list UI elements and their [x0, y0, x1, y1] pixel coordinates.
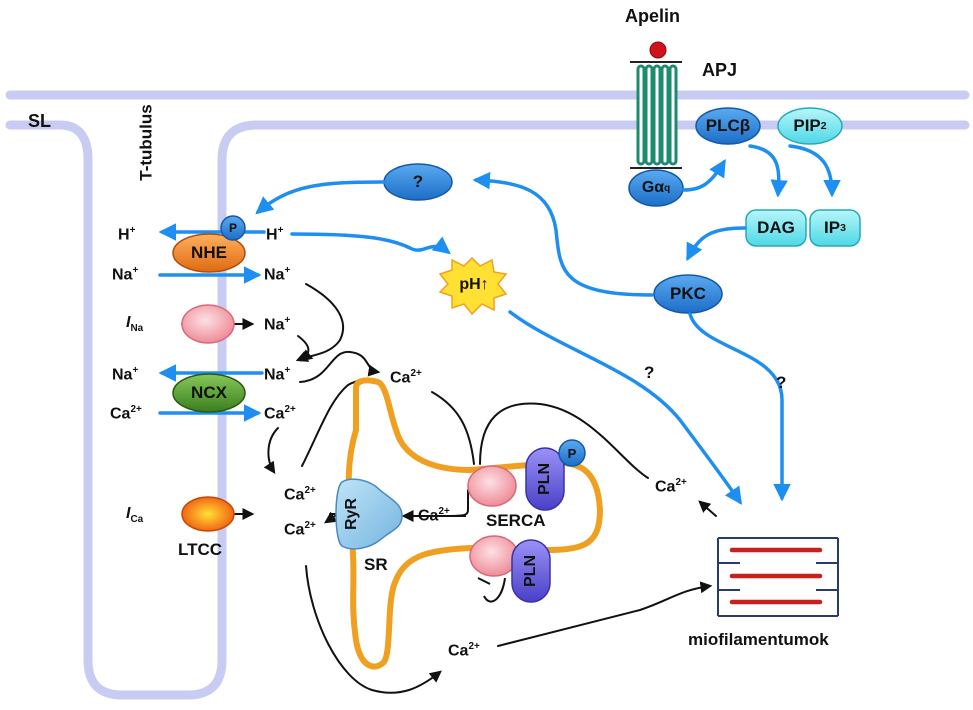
ncx-exchanger: [172, 373, 246, 413]
ca-top-label: Ca2+: [390, 368, 422, 387]
ph-burst: [438, 256, 508, 316]
na-right-label-1: Na+: [264, 265, 291, 284]
ca-right-label: Ca2+: [264, 404, 296, 423]
pln-phospho: [558, 439, 586, 467]
ltcc-label: LTCC: [178, 540, 223, 559]
apelin-label: Apelin: [625, 6, 681, 26]
pip2-shape: [777, 107, 843, 145]
sr-outline: [345, 377, 603, 670]
myofilament-label: miofilamentumok: [688, 630, 829, 649]
pln-inhibition: [483, 577, 506, 603]
pkc-label: PKC: [670, 284, 706, 303]
na-right-label-3: Na+: [264, 365, 291, 384]
na-channel: [181, 304, 235, 344]
serca-pump-bottom: [469, 535, 519, 577]
ryr-label: RyR: [343, 498, 360, 531]
pkc-enzyme: [653, 274, 723, 314]
ryr-channel: [335, 478, 403, 550]
dag-label: DAG: [757, 218, 795, 237]
nhe-phospho: [220, 215, 246, 241]
ncx-label: NCX: [191, 383, 227, 402]
plcb-label: PLCβ: [705, 116, 751, 135]
apj-receptor: [630, 41, 682, 169]
h-left-label: H+: [118, 225, 136, 244]
ca-sr-label-1: Ca2+: [284, 485, 316, 504]
na-left-label-1: Na+: [112, 265, 139, 284]
na-right-label-2: Na+: [264, 315, 291, 334]
ca-myofilament-label: Ca2+: [655, 477, 687, 496]
pln-top-label: PLN: [536, 463, 553, 495]
sl-label: SL: [28, 111, 52, 131]
apj-label: APJ: [702, 60, 738, 80]
question-mark-ph: ?: [644, 363, 655, 382]
pln-top: [525, 447, 565, 511]
ion-flux-arrows: [181, 283, 717, 694]
signaling-arrows: [158, 144, 841, 505]
ip3-shape: [809, 209, 861, 247]
na-left-label-2: Na+: [112, 365, 139, 384]
nhe-p-label: P: [228, 221, 237, 235]
question-mark-pkc: ?: [776, 373, 787, 392]
h-right-label: H+: [266, 225, 284, 244]
t-tubulus-label: T-tubulus: [136, 104, 156, 181]
sr-label: SR: [364, 555, 388, 574]
pln-p-label: P: [567, 445, 577, 461]
unknown-factor-label: ?: [412, 172, 424, 191]
ina-label: INa: [126, 314, 144, 335]
ica-label: ICa: [126, 505, 144, 526]
nhe-exchanger: [172, 233, 246, 273]
ca-serca-label: Ca2+: [418, 506, 450, 525]
gaq-protein: [628, 169, 684, 207]
pln-bottom: [511, 539, 551, 603]
pln-bottom-label: PLN: [522, 555, 539, 587]
inhibition-bar: [477, 577, 491, 585]
ca-sr-label-2: Ca2+: [284, 520, 316, 539]
ph-label: pH↑: [459, 276, 489, 293]
ca-bottom-label: Ca2+: [448, 641, 480, 660]
nhe-label: NHE: [191, 243, 227, 262]
plcb-enzyme: [695, 107, 761, 145]
myofilament-box: [717, 537, 839, 617]
serca-label: SERCA: [486, 511, 546, 530]
ltcc-channel: [181, 496, 235, 532]
ca-left-label: Ca2+: [110, 404, 142, 423]
sarcolemma-membrane: [5, 90, 970, 700]
serca-pump-top: [467, 465, 517, 507]
